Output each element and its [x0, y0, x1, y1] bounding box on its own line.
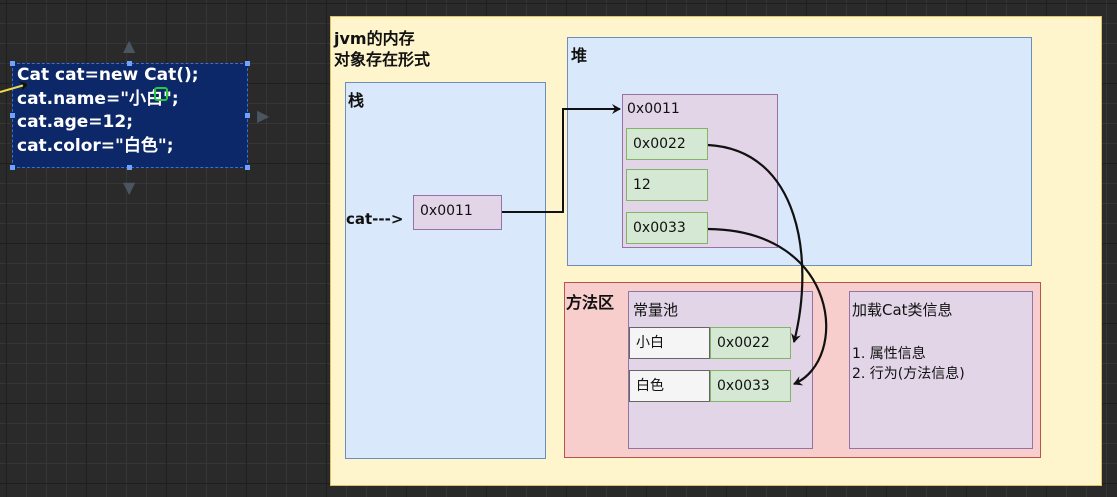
title-line-1: jvm的内存	[334, 29, 415, 48]
move-up-icon[interactable]: ▲	[123, 36, 136, 55]
class-info-panel[interactable]	[849, 291, 1033, 449]
pool-address-0x0033[interactable]: 0x0033	[710, 370, 791, 402]
pool-value-xiaobai[interactable]: 小白	[629, 327, 710, 359]
move-down-icon[interactable]: ▼	[123, 178, 136, 197]
code-line-2: cat.name="小白";	[17, 88, 179, 109]
selection-handle[interactable]	[10, 113, 15, 118]
method-area-label: 方法区	[566, 293, 615, 312]
selection-handle[interactable]	[245, 165, 250, 170]
heap-field-age[interactable]: 12	[626, 169, 708, 201]
heap-object-address: 0x0011	[627, 101, 680, 117]
class-info-item-1: 1. 属性信息	[852, 346, 926, 362]
code-line-3: cat.age=12;	[17, 112, 134, 132]
class-info-item-2: 2. 行为(方法信息)	[852, 366, 965, 382]
diagram-title: jvm的内存 对象存在形式	[334, 28, 430, 70]
selection-handle[interactable]	[127, 165, 132, 170]
selection-handle[interactable]	[245, 61, 250, 66]
pool-value-baise[interactable]: 白色	[629, 370, 710, 402]
rotate-handle-icon[interactable]	[154, 87, 168, 101]
selection-handle[interactable]	[10, 165, 15, 170]
stack-label: 栈	[348, 91, 365, 110]
selection-handle[interactable]	[10, 61, 15, 66]
class-info-label: 加载Cat类信息	[852, 301, 953, 319]
code-line-1: Cat cat=new Cat();	[17, 65, 199, 85]
heap-field-name[interactable]: 0x0022	[626, 128, 708, 160]
code-snippet[interactable]: Cat cat=new Cat(); cat.name="小白"; cat.ag…	[12, 63, 248, 168]
selection-handle[interactable]	[245, 113, 250, 118]
heap-label: 堆	[571, 46, 588, 65]
stack-var-label: cat--->	[346, 210, 404, 228]
move-right-icon[interactable]: ▶	[257, 106, 270, 125]
title-line-2: 对象存在形式	[334, 50, 431, 69]
code-line-4: cat.color="白色";	[17, 135, 174, 156]
pool-address-0x0022[interactable]: 0x0022	[710, 327, 791, 359]
stack-panel[interactable]	[345, 82, 546, 459]
constant-pool-label: 常量池	[633, 301, 679, 319]
stack-cat-reference[interactable]: 0x0011	[413, 195, 502, 230]
selection-handle[interactable]	[127, 61, 132, 66]
heap-field-color[interactable]: 0x0033	[626, 212, 708, 244]
